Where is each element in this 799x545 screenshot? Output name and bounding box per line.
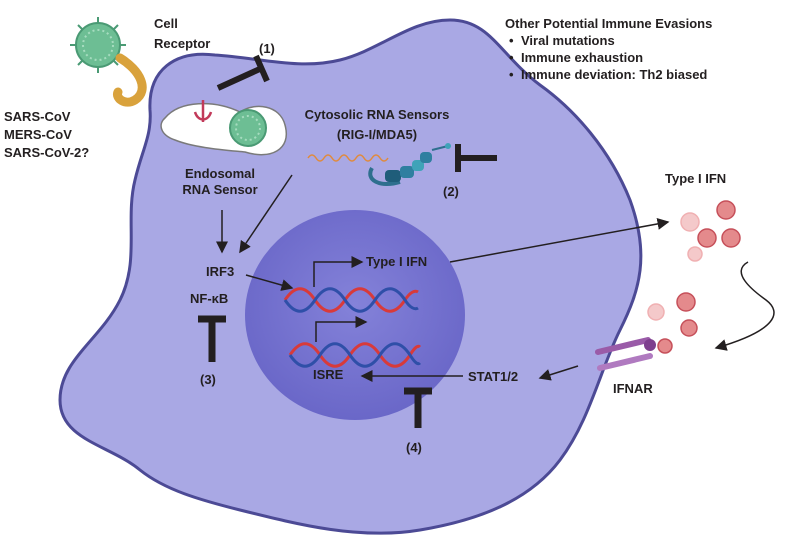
dna-lower — [288, 342, 422, 368]
ifnar-receptor-icon — [595, 337, 656, 371]
type1-ifn-gene-label: Type I IFN — [366, 254, 428, 269]
arrow-irf3-to-dna — [245, 274, 294, 291]
dna-upper — [283, 287, 419, 313]
step-2-label: (2) — [443, 184, 459, 199]
isre-label: ISRE — [313, 367, 344, 382]
cytosolic-sensors-label: Cytosolic RNA Sensors (RIG-I/MDA5) — [304, 107, 450, 142]
inhibitor-3-icon — [198, 315, 226, 362]
bound-ifn-molecules — [647, 292, 698, 354]
arrow-ifn-secretion — [449, 217, 670, 263]
virus-list: SARS-CoV MERS-CoV SARS-CoV-2? — [4, 109, 90, 160]
other-evasions-box: Other Potential Immune Evasions Viral mu… — [505, 15, 712, 83]
stat-label: STAT1/2 — [468, 369, 519, 384]
rig-i-sensor-icon — [368, 143, 451, 187]
transcription-arrow-upper — [313, 256, 364, 287]
transcription-arrow-lower — [315, 316, 368, 342]
arrow-cytosolic-to-irf3 — [239, 174, 293, 254]
step-3-label: (3) — [200, 372, 216, 387]
nfkb-label: NF-κB — [190, 291, 229, 306]
evasion-item: Viral mutations — [509, 32, 712, 49]
evasion-item: Immune exhaustion — [509, 49, 712, 66]
ifnar-label: IFNAR — [613, 381, 653, 396]
cell-receptor-label: Cell Receptor — [154, 16, 211, 51]
endosome — [160, 100, 288, 156]
step-1-label: (1) — [259, 41, 275, 56]
evasion-item: Immune deviation: Th2 biased — [509, 66, 712, 83]
endosomal-sensor-label: Endosomal RNA Sensor — [182, 166, 258, 197]
inhibitor-1-icon — [216, 54, 270, 91]
irf3-label: IRF3 — [206, 264, 235, 279]
virus-particle — [70, 17, 126, 73]
step-4-label: (4) — [406, 440, 422, 455]
inhibitor-4-icon — [404, 387, 432, 428]
arrow-ifn-diffusion — [714, 261, 775, 351]
secreted-ifn-molecules — [680, 200, 741, 262]
other-evasions-title: Other Potential Immune Evasions — [505, 16, 713, 31]
cell-receptor — [113, 53, 147, 107]
arrow-ifnar-to-stat — [538, 365, 579, 381]
nucleus — [245, 210, 465, 420]
endosomal-sensor-icon — [193, 100, 213, 122]
inhibitor-2-icon — [455, 144, 497, 172]
cytosolic-viral-rna — [307, 154, 389, 162]
type1-ifn-secreted-label: Type I IFN — [665, 171, 727, 186]
